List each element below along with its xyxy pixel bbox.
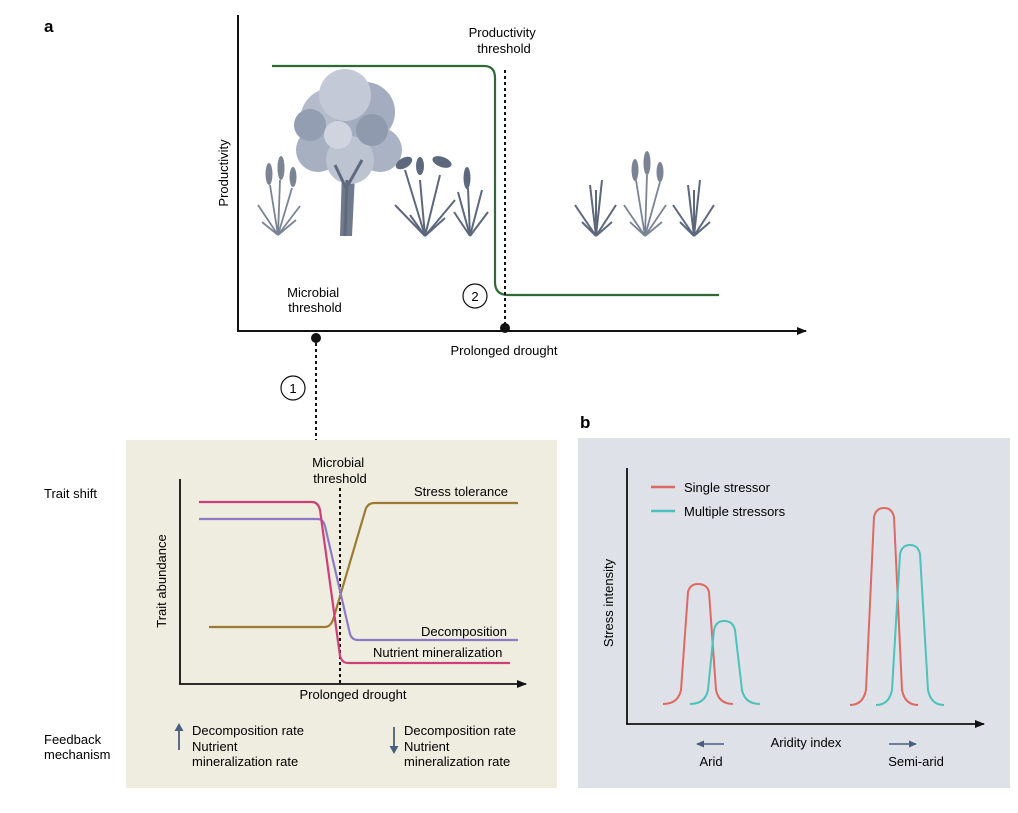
marker-1: 1 (280, 375, 306, 401)
plants-right (574, 151, 715, 237)
microbial-threshold-label: Microbial threshold (287, 285, 343, 315)
nutrient-mineralization-label: Nutrient mineralization (373, 645, 502, 660)
microbial-threshold-dot (311, 333, 321, 343)
grass-plant-icon (672, 179, 715, 237)
arid-label: Arid (699, 754, 722, 769)
plants-left (257, 69, 489, 237)
decomposition-curve (199, 517, 518, 642)
arrow-up-icon (174, 723, 184, 750)
stress-tolerance-label: Stress tolerance (414, 484, 508, 499)
tree-icon (294, 69, 402, 237)
semiarid-single-stressor-curve (849, 506, 919, 706)
stress-tolerance-curve (209, 501, 518, 629)
panel-b-y-label: Stress intensity (601, 558, 616, 647)
feedback-down-text: Decomposition rate Nutrient mineralizati… (404, 723, 520, 769)
panel-a-x-label: Prolonged drought (451, 343, 558, 358)
panel-b-label: b (580, 413, 590, 432)
inset-x-label: Prolonged drought (300, 687, 407, 702)
svg-text:1: 1 (289, 381, 296, 396)
semiarid-label: Semi-arid (888, 754, 944, 769)
decomposition-label: Decomposition (421, 624, 507, 639)
productivity-curve (272, 64, 719, 297)
panel-a-y-label: Productivity (216, 139, 231, 207)
grass-plant-icon (257, 156, 301, 236)
grain-plant-icon (453, 167, 489, 237)
grass-plant-icon (574, 179, 617, 237)
marker-2: 2 (462, 283, 488, 309)
panel-b-background (578, 438, 1010, 788)
inset-threshold-label: Microbial threshold (312, 455, 368, 486)
aridity-index-label: Aridity index (771, 735, 842, 750)
inset-y-label: Trait abundance (154, 534, 169, 627)
feedback-mechanism-label: Feedback mechanism (44, 732, 110, 762)
semiarid-multiple-stressors-curve (875, 543, 945, 706)
nutrient-mineralization-curve (199, 500, 510, 665)
productivity-threshold-dot (500, 323, 510, 333)
feedback-up-text: Decomposition rate Nutrient mineralizati… (192, 723, 308, 769)
productivity-threshold-label: Productivity threshold (469, 25, 540, 56)
grass-plant-icon (623, 151, 667, 237)
arrow-down-icon (389, 727, 399, 754)
legend-multiple-label: Multiple stressors (684, 504, 786, 519)
svg-text:2: 2 (471, 289, 478, 304)
arid-single-stressor-curve (662, 582, 734, 705)
trait-shift-label: Trait shift (44, 486, 97, 501)
grass-plant-icon (394, 156, 456, 237)
inset-panel (126, 440, 557, 788)
arid-multiple-stressors-curve (689, 619, 761, 705)
panel-a-label: a (44, 17, 54, 36)
legend-single-label: Single stressor (684, 480, 771, 495)
